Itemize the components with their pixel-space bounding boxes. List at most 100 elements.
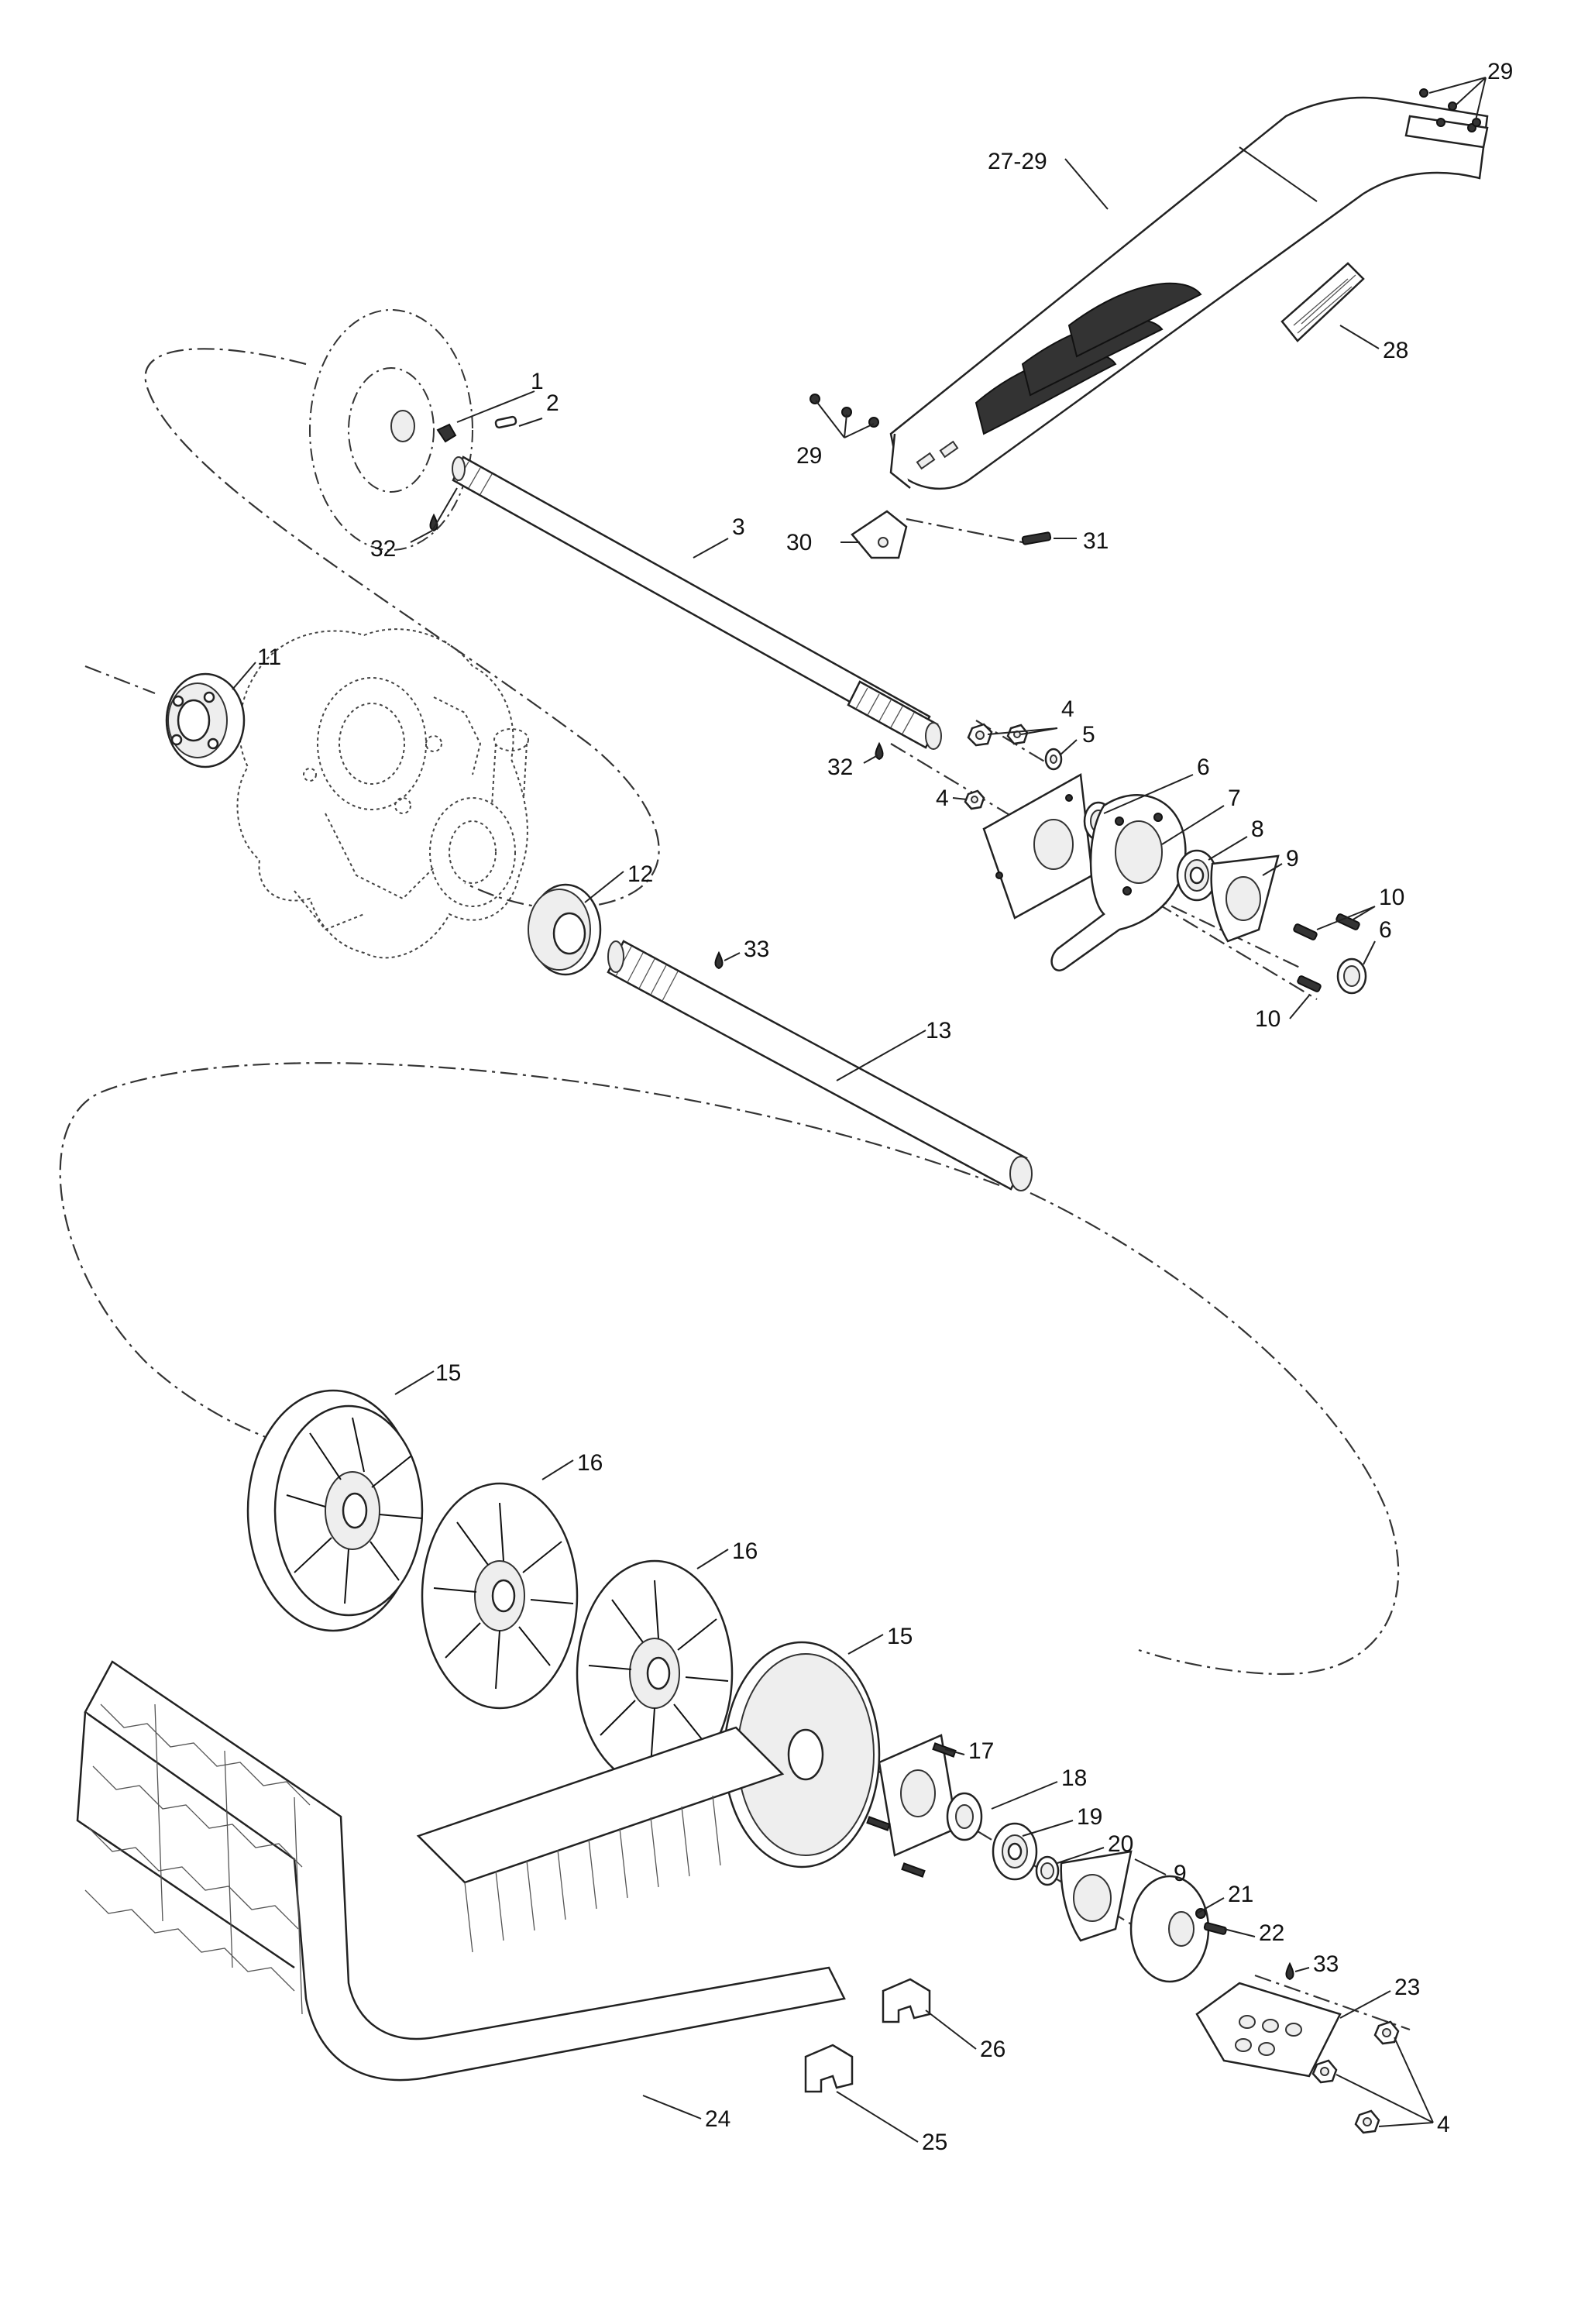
callout-21: 21 [1228,1882,1253,1907]
callout-26: 26 [980,2037,1005,2062]
seal-12 [528,883,602,976]
wheel-15b [723,1641,881,1868]
grease-drop-32a [429,513,438,532]
callout-10a: 10 [1379,885,1404,910]
end-strip-29 [1404,115,1489,149]
axis-line-guard-fastener [906,517,1023,544]
callout-29b: 29 [796,443,822,469]
callout-1: 1 [531,369,544,394]
nut-4a [967,723,993,747]
callout-24: 24 [705,2106,730,2132]
chain-loop-lower [59,1062,1000,1466]
axis-line-gearcase [84,665,156,695]
callout-5: 5 [1082,722,1095,748]
bearing-housing-plate [982,772,1094,920]
axis-line-bolts-23 [1254,1974,1411,2031]
drive-pulley-outline [309,309,473,551]
callout-11: 11 [257,645,281,670]
leader-lines [232,77,1487,2143]
bearing-11 [165,672,246,768]
nut-4f [1354,2109,1380,2134]
callout-28: 28 [1383,338,1408,363]
callout-9b: 9 [1174,1861,1187,1886]
seal-18 [946,1792,983,1841]
callout-4c: 4 [1437,2112,1450,2137]
callout-33b: 33 [1313,1951,1339,1977]
callout-19: 19 [1077,1804,1102,1830]
callout-13: 13 [926,1018,951,1043]
callout-17: 17 [968,1738,994,1764]
callout-25: 25 [922,2130,947,2155]
rivets-29a [1419,88,1481,127]
sprocket-16a [421,1482,579,1710]
bearing-plate-7 [1050,794,1187,971]
callout-12: 12 [627,861,653,887]
bearing-plate-17 [866,1734,958,1878]
callout-30: 30 [786,530,812,555]
seal-ring-6b [1336,957,1367,995]
callout-29a: 29 [1487,59,1513,84]
callout-6a: 6 [1197,755,1210,780]
chain-loop-upper [144,348,660,909]
nut-4d [1373,2020,1400,2045]
key-part [494,415,517,429]
callout-23: 23 [1394,1975,1420,2000]
callout-32b: 32 [827,755,853,780]
rivets-29b [810,394,879,428]
callout-3: 3 [732,514,745,540]
bracket-23 [1195,1982,1342,2078]
callout-22: 22 [1259,1920,1284,1946]
sprocket-16b [576,1559,734,1787]
callout-15b: 15 [887,1624,913,1649]
bearing-19 [992,1822,1038,1881]
bolt-10a [1293,923,1318,940]
speedo-disc-21 [1129,1875,1210,1983]
callout-16a: 16 [577,1450,603,1476]
nut-4c [964,789,985,810]
callout-7: 7 [1228,786,1241,811]
nut-4b [1006,724,1029,745]
callout-10b: 10 [1255,1006,1280,1032]
rivet-31 [1021,531,1052,545]
bolt-10b [1335,913,1360,930]
grease-drop-33a [714,951,724,970]
callout-8: 8 [1251,816,1264,842]
slider-shoe-26 [882,1978,931,2023]
slider-shoe-25 [804,2044,854,2093]
callout-16b: 16 [732,1538,758,1564]
countershaft-part [452,456,942,750]
callout-20: 20 [1108,1831,1133,1857]
grease-drop-33b [1285,1961,1294,1981]
flange-9b [1060,1850,1133,1942]
spring-pin-part [436,423,457,443]
drive-axle-13 [607,940,1033,1191]
washer-5 [1044,748,1063,771]
grease-drop-32b [875,741,884,761]
callout-4b: 4 [936,786,949,811]
screw-22 [1203,1922,1227,1935]
chain-loop-right [1030,1192,1400,1676]
callout-27-29: 27-29 [988,149,1047,174]
tunnel-guard-27 [889,96,1489,490]
ring-20 [1035,1855,1060,1886]
callout-labels: 29 27-29 28 1 2 29 3 30 31 32 11 4 5 32 … [257,59,1513,2155]
flange-9a [1210,854,1280,943]
decal-28 [1280,262,1365,342]
chaincase-housing [236,628,529,959]
bearing-8 [1176,849,1218,902]
bolt-10c [1297,975,1322,992]
sprocket-15a [246,1389,424,1632]
callout-31: 31 [1083,528,1109,554]
callout-2: 2 [546,390,559,416]
callout-18: 18 [1061,1765,1087,1791]
callout-6b: 6 [1379,917,1392,943]
callout-15a: 15 [435,1360,461,1386]
callout-4a: 4 [1061,696,1074,722]
callout-32a: 32 [370,536,396,562]
callout-33a: 33 [744,937,769,962]
track-24 [76,1660,846,2082]
callout-9a: 9 [1286,846,1299,871]
nut-4e [1311,2059,1338,2084]
bracket-30 [851,510,908,559]
